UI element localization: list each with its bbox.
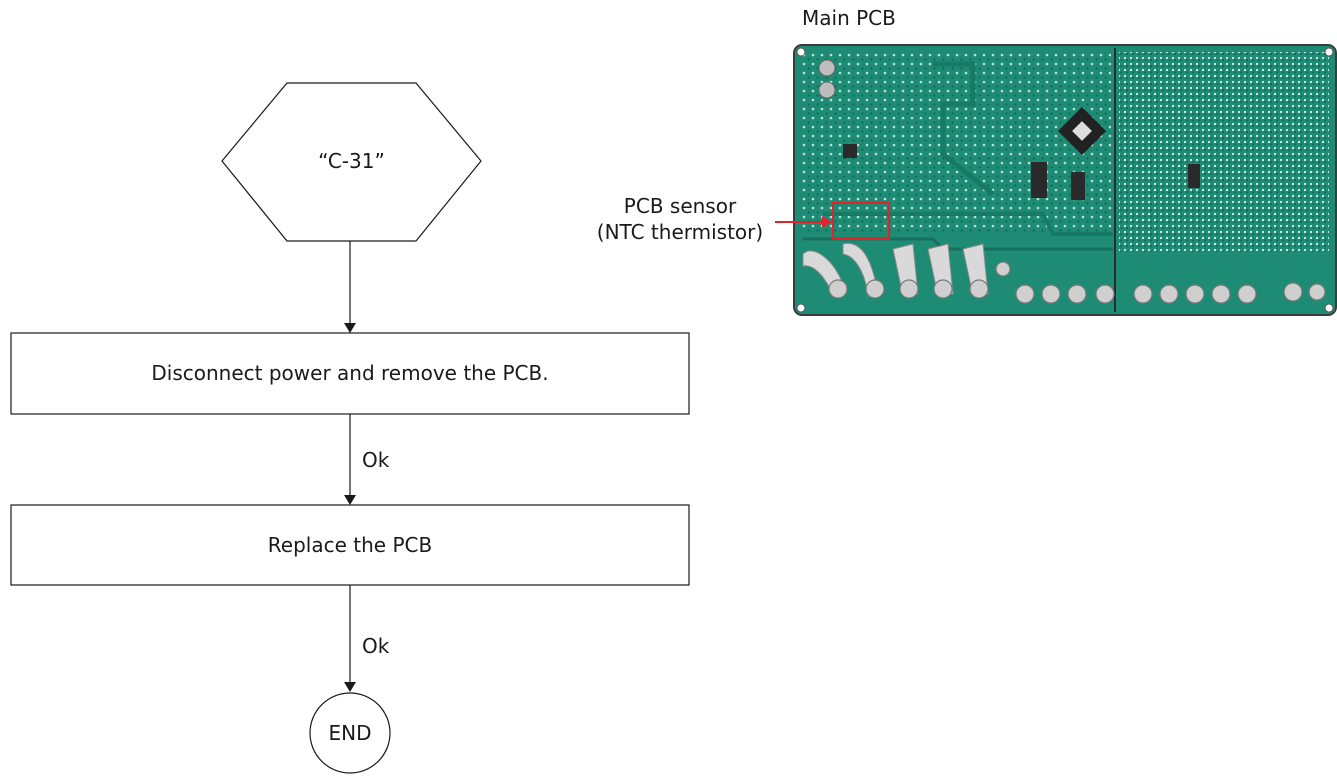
callout-line2: (NTC thermistor) — [596, 220, 764, 244]
edge2-label: Ok — [362, 634, 390, 658]
callout-arrowhead — [822, 216, 832, 228]
thermistor-highlight-box — [832, 202, 890, 240]
step2-box — [10, 504, 690, 586]
end-circle — [309, 692, 391, 774]
pcb-board-drawing — [793, 44, 1337, 316]
callout-line1: PCB sensor — [623, 194, 737, 218]
pcb-photo — [793, 44, 1337, 316]
step1-box — [10, 332, 690, 415]
start-label: “C-31” — [318, 149, 385, 173]
callout-label: PCB sensor (NTC thermistor) — [580, 193, 780, 245]
start-hexagon — [221, 82, 482, 242]
end-label: END — [328, 721, 372, 745]
step1-label: Disconnect power and remove the PCB. — [151, 361, 549, 385]
edge1-label: Ok — [362, 448, 390, 472]
figure-title: Main PCB — [802, 6, 896, 30]
step2-label: Replace the PCB — [267, 533, 433, 557]
